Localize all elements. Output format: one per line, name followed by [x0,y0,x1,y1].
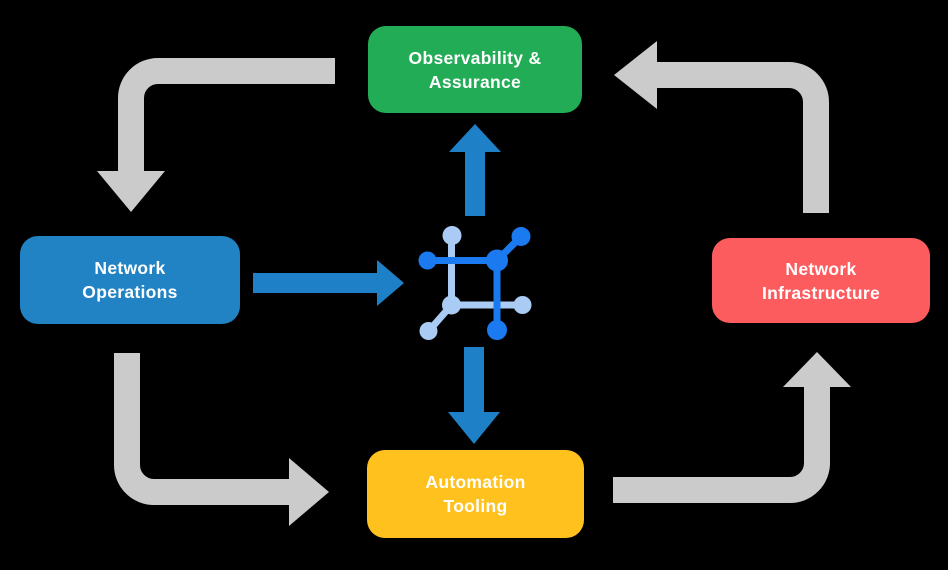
network-fabric-icon-light-nodes [419,226,532,340]
node-label-line: Infrastructure [762,282,880,303]
arrow-center-to-automation [448,347,500,444]
node-network-infrastructure: Network Infrastructure [712,238,930,323]
arrow-operations-to-center [253,260,404,306]
node-network-operations: Network Operations [20,236,240,324]
node-automation-tooling: Automation Tooling [367,450,584,538]
node-label-line: Tooling [443,496,508,516]
node-label-line: Network [785,258,857,279]
node-label-line: Automation [425,472,526,492]
arrow-automation-to-infrastructure [613,352,851,503]
node-observability-assurance: Observability & Assurance [368,26,582,113]
node-observability-label: Observability & Assurance [409,46,542,94]
node-label-line: Network [94,258,166,278]
network-fabric-icon-dark-nodes [418,227,531,340]
node-infrastructure-label: Network Infrastructure [762,257,880,305]
node-label-line: Assurance [428,71,522,92]
node-operations-label: Network Operations [82,256,177,304]
arrow-infrastructure-to-observability [614,41,829,213]
node-automation-label: Automation Tooling [425,470,525,518]
node-label-line: Observability & [408,47,542,68]
arrow-center-to-observability [449,124,501,216]
network-fabric-icon [418,226,532,340]
arrow-observability-to-operations [97,58,335,212]
arrow-operations-to-automation [114,353,329,526]
node-label-line: Operations [82,282,178,302]
